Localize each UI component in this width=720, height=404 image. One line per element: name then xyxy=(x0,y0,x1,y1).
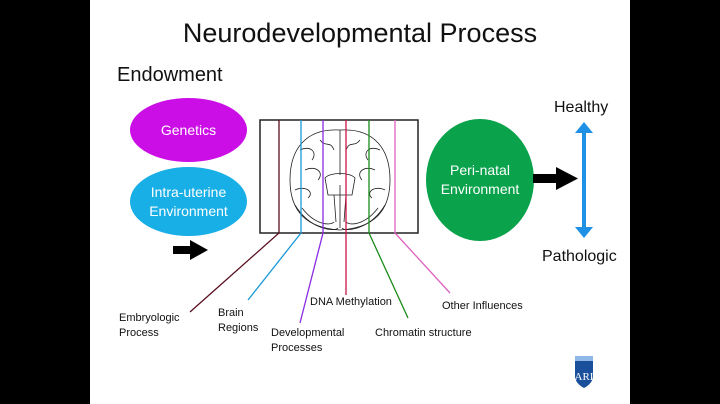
factor-label-dna-methylation: DNA Methylation xyxy=(310,296,392,308)
ari-logo-icon: ARI xyxy=(575,356,594,388)
endowment-label: Endowment xyxy=(117,64,223,86)
factor-label-chromatin: Chromatin structure xyxy=(375,327,472,339)
factor-label-line: Processes xyxy=(271,342,323,354)
pathologic-label: Pathologic xyxy=(542,248,617,265)
factor-label-other-influences: Other Influences xyxy=(442,300,523,312)
other-influences-line xyxy=(394,120,451,294)
healthy-label: Healthy xyxy=(554,99,609,116)
perinatal-ellipse: Peri-natal Environment xyxy=(426,119,534,241)
perinatal-label-line1: Peri-natal xyxy=(450,162,510,178)
factor-label-line: Process xyxy=(119,327,159,339)
factor-label-developmental: Developmental Processes xyxy=(271,326,344,356)
factor-label-line: Embryologic xyxy=(119,312,180,324)
factor-label-line: Developmental xyxy=(271,327,345,339)
factor-label-line: Brain xyxy=(218,307,244,319)
genetics-ellipse: Genetics xyxy=(130,98,247,162)
brain-box xyxy=(259,119,419,234)
slide-title: Neurodevelopmental Process xyxy=(182,18,538,48)
embryologic-line xyxy=(189,120,280,313)
genetics-label: Genetics xyxy=(160,121,217,138)
chromatin-line xyxy=(368,120,409,319)
health-spectrum-arrow-icon xyxy=(575,122,593,238)
intra-uterine-ellipse: Intra-uterine Environment xyxy=(130,167,247,236)
factor-label-line: Regions xyxy=(218,322,259,334)
developmental-line xyxy=(299,120,324,324)
intra-uterine-label-line2: Environment xyxy=(149,202,228,219)
brain-illustration xyxy=(289,129,391,231)
left-arrow-icon xyxy=(173,240,208,260)
perinatal-label-line2: Environment xyxy=(440,181,520,197)
intra-uterine-label-line1: Intra-uterine xyxy=(150,183,227,200)
factor-label-embryologic: Embryologic Process xyxy=(119,311,180,341)
factor-label-brain-regions: Brain Regions xyxy=(218,306,258,336)
diagram-graphics: ARI xyxy=(173,119,594,388)
svg-text:ARI: ARI xyxy=(575,371,594,383)
brain-regions-line xyxy=(247,120,302,301)
right-arrow-icon xyxy=(533,167,578,190)
slide: Neurodevelopmental Process Endowment Gen… xyxy=(90,0,630,404)
